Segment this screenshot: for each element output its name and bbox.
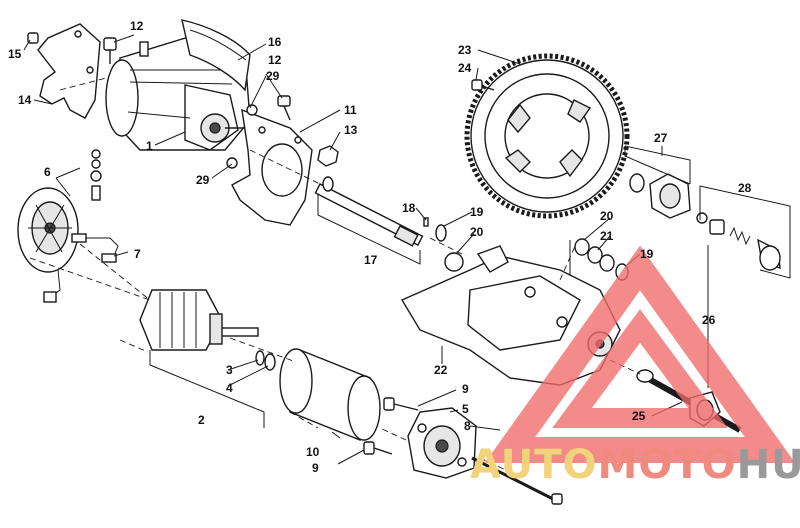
callout-2: 2 [198,413,205,427]
armature [139,289,259,351]
callout-13: 13 [344,123,358,137]
ring-21 [587,246,603,264]
brush-set [43,233,119,303]
watermark-moto: MOTO [598,442,737,488]
watermark-logo: AUTOMOTOHUB [470,245,800,488]
svg-text:AUTOMOTOHUB: AUTOMOTOHUB [470,442,800,488]
callout-9-upper: 9 [462,382,469,396]
assembly-lines [29,77,791,473]
ring-gear-23 [464,53,630,219]
callout-11: 11 [344,103,357,117]
callout-5: 5 [462,402,469,416]
callout-24: 24 [458,61,472,75]
drive-gear-27 [629,173,691,219]
callout-8: 8 [464,419,471,433]
callout-23: 23 [458,43,472,57]
callout-3: 3 [226,363,233,377]
callout-14: 14 [18,93,32,107]
leader-lines [23,34,683,465]
washer-29-upper [246,104,258,116]
callout-20-left: 20 [470,225,484,239]
terminal-hardware [90,149,102,201]
watermark-auto: AUTO [470,442,598,488]
drive-spring-28 [696,212,781,271]
mounting-bracket-11 [231,108,313,226]
bolt-12-right [277,95,291,121]
callout-16: 16 [268,35,282,49]
callout-7: 7 [134,247,141,261]
callout-29-lower: 29 [196,173,210,187]
callout-19-left: 19 [470,205,484,219]
washer-4 [264,353,276,371]
callout-labels: 1 2 3 4 5 6 7 8 9 9 10 11 12 12 13 14 15… [8,19,752,475]
callout-6: 6 [44,165,51,179]
callout-20-right: 20 [600,209,614,223]
callout-12-right: 12 [268,53,282,67]
callout-17: 17 [364,253,378,267]
callout-19-right: 19 [640,247,654,261]
callout-27: 27 [654,131,668,145]
callout-15: 15 [8,47,22,61]
callout-26: 26 [702,313,716,327]
callout-4: 4 [226,381,233,395]
callout-10: 10 [306,445,320,459]
callout-9-lower: 9 [312,461,319,475]
shaft-17 [314,176,424,247]
mounting-bracket-14 [37,23,101,119]
callout-28: 28 [738,181,752,195]
washer-3 [255,350,265,366]
bolt-15 [27,32,39,44]
watermark-hub: HUB [737,442,800,488]
callout-1: 1 [146,139,153,153]
ring-20-right [574,238,590,256]
end-frame-6 [17,187,79,273]
ring-20-third [599,254,615,272]
callout-25: 25 [632,409,646,423]
motor-cover-16 [181,19,251,92]
bolt-9-upper [383,397,419,411]
pin-18 [423,217,429,227]
yoke-housing-10 [279,348,381,441]
nut-13 [317,145,339,167]
bolt-24 [471,79,495,91]
callout-29-upper: 29 [266,69,280,83]
callout-18: 18 [402,201,416,215]
callout-21: 21 [600,229,614,243]
front-housing-5 [407,407,477,479]
bolt-12-top [103,37,117,64]
ring-19-left [435,224,447,242]
ring-20-left [444,252,464,272]
bolt-9-lower [363,441,393,455]
callout-22: 22 [434,363,448,377]
watermark-triangle [484,245,796,463]
callout-12-top: 12 [130,19,144,33]
long-bolt-8 [471,456,563,505]
